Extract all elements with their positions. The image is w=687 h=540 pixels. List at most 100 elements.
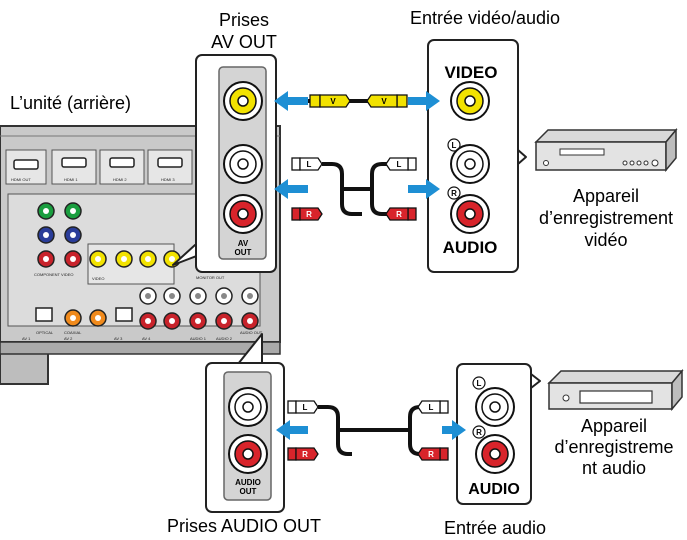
- jack-center: [237, 208, 249, 220]
- plug-body: [417, 447, 441, 461]
- video-input-video-label: VIDEO: [445, 63, 498, 82]
- arrow-audio-right: [442, 420, 466, 440]
- video-input-r-marker-text: R: [451, 189, 457, 198]
- optical-jack-1: [35, 307, 53, 322]
- av-plug-r-left-label: R: [306, 210, 312, 219]
- hdmi3-label: HDMI 3: [161, 177, 175, 182]
- av-out-panel-label-2: OUT: [235, 248, 252, 257]
- av-plug-l-left: L: [291, 157, 323, 171]
- video-recorder-button: [636, 160, 642, 166]
- av-out-title-line2: AV OUT: [211, 32, 277, 52]
- jack-center: [43, 208, 49, 214]
- video-recorder-button: [651, 159, 659, 167]
- jack-center: [237, 95, 249, 107]
- digital-jacks: OPTICAL COAXIAL AV 1 AV 2 AV 3 AV 4 AUDI…: [22, 275, 263, 341]
- video-recorder-label-line2: d’enregistrement: [539, 208, 673, 228]
- av-plug-l-left-label: L: [307, 160, 312, 169]
- audio-input-l-marker-text: L: [477, 379, 482, 388]
- video-recorder-input-panel: VIDEO L R AUDIO: [427, 39, 527, 273]
- plug-tip: [407, 207, 417, 221]
- video-plug-right: V: [366, 94, 408, 108]
- rear-panel-base: [0, 341, 281, 355]
- av-plug-r-right-label: R: [396, 210, 402, 219]
- plug-body: [295, 447, 319, 461]
- jack-center: [169, 293, 175, 299]
- audio-plug-r-left: R: [287, 447, 319, 461]
- video-recorder-device: [534, 127, 678, 173]
- plug-tip: [439, 447, 449, 461]
- video-jacks: VIDEO: [87, 243, 181, 285]
- hdmi2-label: HDMI 2: [113, 177, 127, 182]
- jack-center: [237, 158, 249, 170]
- video-input-audio-label: AUDIO: [443, 238, 498, 257]
- audio-out-panel-label-2: OUT: [240, 487, 257, 496]
- audio-out-label: AUDIO OUT: [240, 330, 263, 335]
- jack-center: [121, 256, 127, 262]
- jack-center: [242, 448, 254, 460]
- jack-center: [70, 315, 76, 321]
- hdmi1-box: [51, 149, 97, 185]
- video-plug-right-label: V: [381, 97, 387, 106]
- cables: [308, 99, 421, 456]
- jack-center: [464, 208, 476, 220]
- audio-plug-l-left-label: L: [303, 403, 308, 412]
- video-recorder-button: [643, 160, 649, 166]
- audio-plug-l-left: L: [287, 400, 319, 414]
- av-plug-r-right: R: [385, 207, 417, 221]
- arrow-audio-left: [276, 420, 308, 440]
- av4-label: AV 4: [142, 336, 151, 341]
- av-out-panel-label-1: AV: [238, 239, 249, 248]
- hdmi-out-port: [13, 159, 39, 170]
- jack-center: [195, 318, 201, 324]
- hdmi1-port: [61, 157, 87, 168]
- audio-recorder-label-line1: Appareil: [581, 416, 647, 436]
- jack-center: [95, 256, 101, 262]
- plug-body: [417, 400, 441, 414]
- component-jacks: COMPONENT VIDEO: [34, 202, 82, 277]
- arrow-video-left: [274, 91, 308, 111]
- video-input-l-marker-text: L: [452, 141, 457, 150]
- jack-center: [221, 293, 227, 299]
- video-audio-input-title: Entrée vidéo/audio: [410, 8, 560, 28]
- audio-out-panel-label-1: AUDIO: [235, 478, 261, 487]
- audio-out-jacks-title: Prises AUDIO OUT: [167, 516, 321, 536]
- jack-center: [464, 95, 476, 107]
- plug-tip: [439, 400, 449, 414]
- jack-center: [489, 448, 501, 460]
- plug-tip: [287, 447, 297, 461]
- av-audio-cable-right-branch: [370, 162, 388, 216]
- jack-center: [145, 318, 151, 324]
- plug-body: [299, 157, 323, 171]
- av-plug-r-left: R: [291, 207, 323, 221]
- jack-center: [242, 401, 254, 413]
- plug-body: [319, 94, 351, 108]
- optical-jack-2: [115, 307, 133, 322]
- jack-center: [70, 232, 76, 238]
- labels: Prises AV OUT Entrée vidéo/audio L’unité…: [10, 8, 674, 538]
- hdmi-row: HDMI OUT HDMI 1 HDMI 2 HDMI 3: [5, 149, 193, 185]
- video-recorder-label-line3: vidéo: [584, 230, 627, 250]
- plug-tip: [287, 400, 297, 414]
- audio-input-r-marker-text: R: [476, 428, 482, 437]
- jack-center: [489, 401, 501, 413]
- video-recorder-tray: [559, 148, 605, 156]
- hdmi3-port: [157, 157, 183, 168]
- plug-body: [366, 94, 398, 108]
- video-recorder-button: [629, 160, 635, 166]
- audio-recorder-display: [579, 390, 653, 404]
- video-input-r-marker: [447, 186, 461, 200]
- av-plug-l-right-label: L: [397, 160, 402, 169]
- component-label: COMPONENT VIDEO: [34, 272, 74, 277]
- jack-center: [221, 318, 227, 324]
- jack-center: [70, 256, 76, 262]
- arrow-audio-av-right: [408, 179, 440, 199]
- audio-plug-l-right-label: L: [429, 403, 434, 412]
- audio-plug-l-right: L: [417, 400, 449, 414]
- video-label: VIDEO: [92, 276, 104, 281]
- av2-label: AV 2: [64, 336, 73, 341]
- audio1-label: AUDIO 1: [190, 336, 207, 341]
- audio-plug-r-right: R: [417, 447, 449, 461]
- audio-input-l-marker: [472, 376, 486, 390]
- plug-tip: [309, 94, 321, 108]
